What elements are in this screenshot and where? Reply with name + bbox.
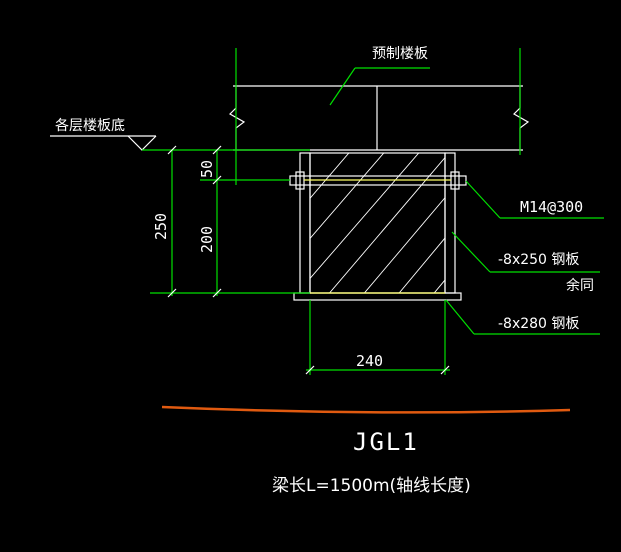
beam-length-note: 梁长L=1500m(轴线长度) [272, 476, 471, 496]
precast-slab-label: 预制楼板 [372, 46, 428, 62]
total-height-dim: 250 [152, 213, 170, 240]
width-dim: 240 [356, 352, 383, 370]
bottom-plate-label: -8x280 钢板 [498, 316, 579, 332]
upper-height-dim: 50 [198, 160, 216, 178]
bolt [289, 171, 467, 190]
title-underline [161, 405, 571, 414]
bolt-leader [465, 180, 604, 219]
bolt-label: M14@300 [520, 198, 583, 216]
width-dimension [305, 300, 450, 375]
precast-slab-leader [329, 67, 430, 106]
bottom-plate-leader [445, 299, 600, 335]
beam-hatch [310, 153, 445, 293]
bottom-steel-plate [293, 292, 462, 301]
vertical-dimensions [150, 145, 310, 298]
side-plate-leader [451, 231, 600, 273]
side-plate-label: -8x250 钢板 [498, 252, 579, 268]
beam-title: JGL1 [353, 428, 419, 456]
beam-section [309, 152, 446, 294]
floor-slab-bottom-label: 各层楼板底 [55, 118, 125, 134]
lower-height-dim: 200 [198, 226, 216, 253]
floor-level-marker [50, 135, 310, 151]
same-rest-label: 余同 [566, 277, 594, 294]
